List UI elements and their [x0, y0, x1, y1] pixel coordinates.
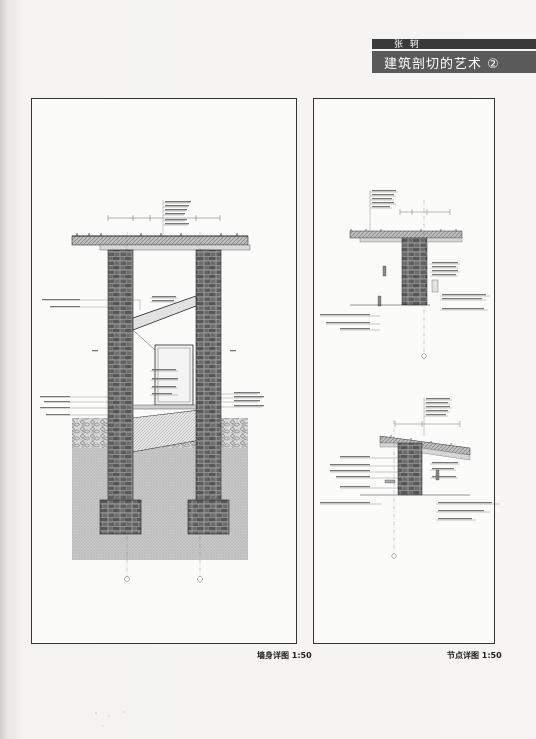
window-sill: [132, 404, 197, 410]
window-head-slope: [132, 295, 197, 331]
window-reveal-line: [132, 329, 156, 351]
annotation-leaders: [70, 200, 262, 416]
node-detail-top: [320, 190, 490, 360]
window-frame: [154, 344, 194, 406]
roof-slab: [71, 235, 249, 246]
header-title: 建筑剖切的艺术 ②: [384, 57, 500, 72]
header-author-bar: [372, 39, 536, 49]
wall-section-drawing: [40, 200, 264, 582]
node-detail-bottom: [320, 398, 500, 560]
node1-stone-wall: [401, 237, 428, 306]
top-dimension-line: [107, 215, 221, 221]
axis-lines: [126, 232, 201, 580]
scan-specks: [95, 711, 125, 727]
annotation-text-blocks: [40, 201, 264, 416]
roof-grass-marks: [75, 232, 239, 237]
left-stone-wall: [107, 249, 134, 501]
header-title-bar: [372, 51, 536, 73]
node2-stone-wall: [397, 442, 423, 496]
node-detail-caption: 节点详图 1:50: [447, 651, 502, 660]
node1-roof-slab: [349, 230, 463, 239]
node-detail-panel: [313, 98, 495, 644]
header-author: 张 轲: [394, 40, 421, 50]
axis-bubble-a: [124, 576, 130, 582]
axis-bubble-b: [197, 576, 203, 582]
roof-underlayer: [99, 244, 251, 251]
left-footing: [99, 499, 142, 535]
right-footing: [187, 499, 230, 535]
window-glass: [157, 347, 191, 403]
right-stone-wall: [195, 249, 222, 501]
wall-section-caption: 墙身详图 1:50: [257, 651, 312, 660]
